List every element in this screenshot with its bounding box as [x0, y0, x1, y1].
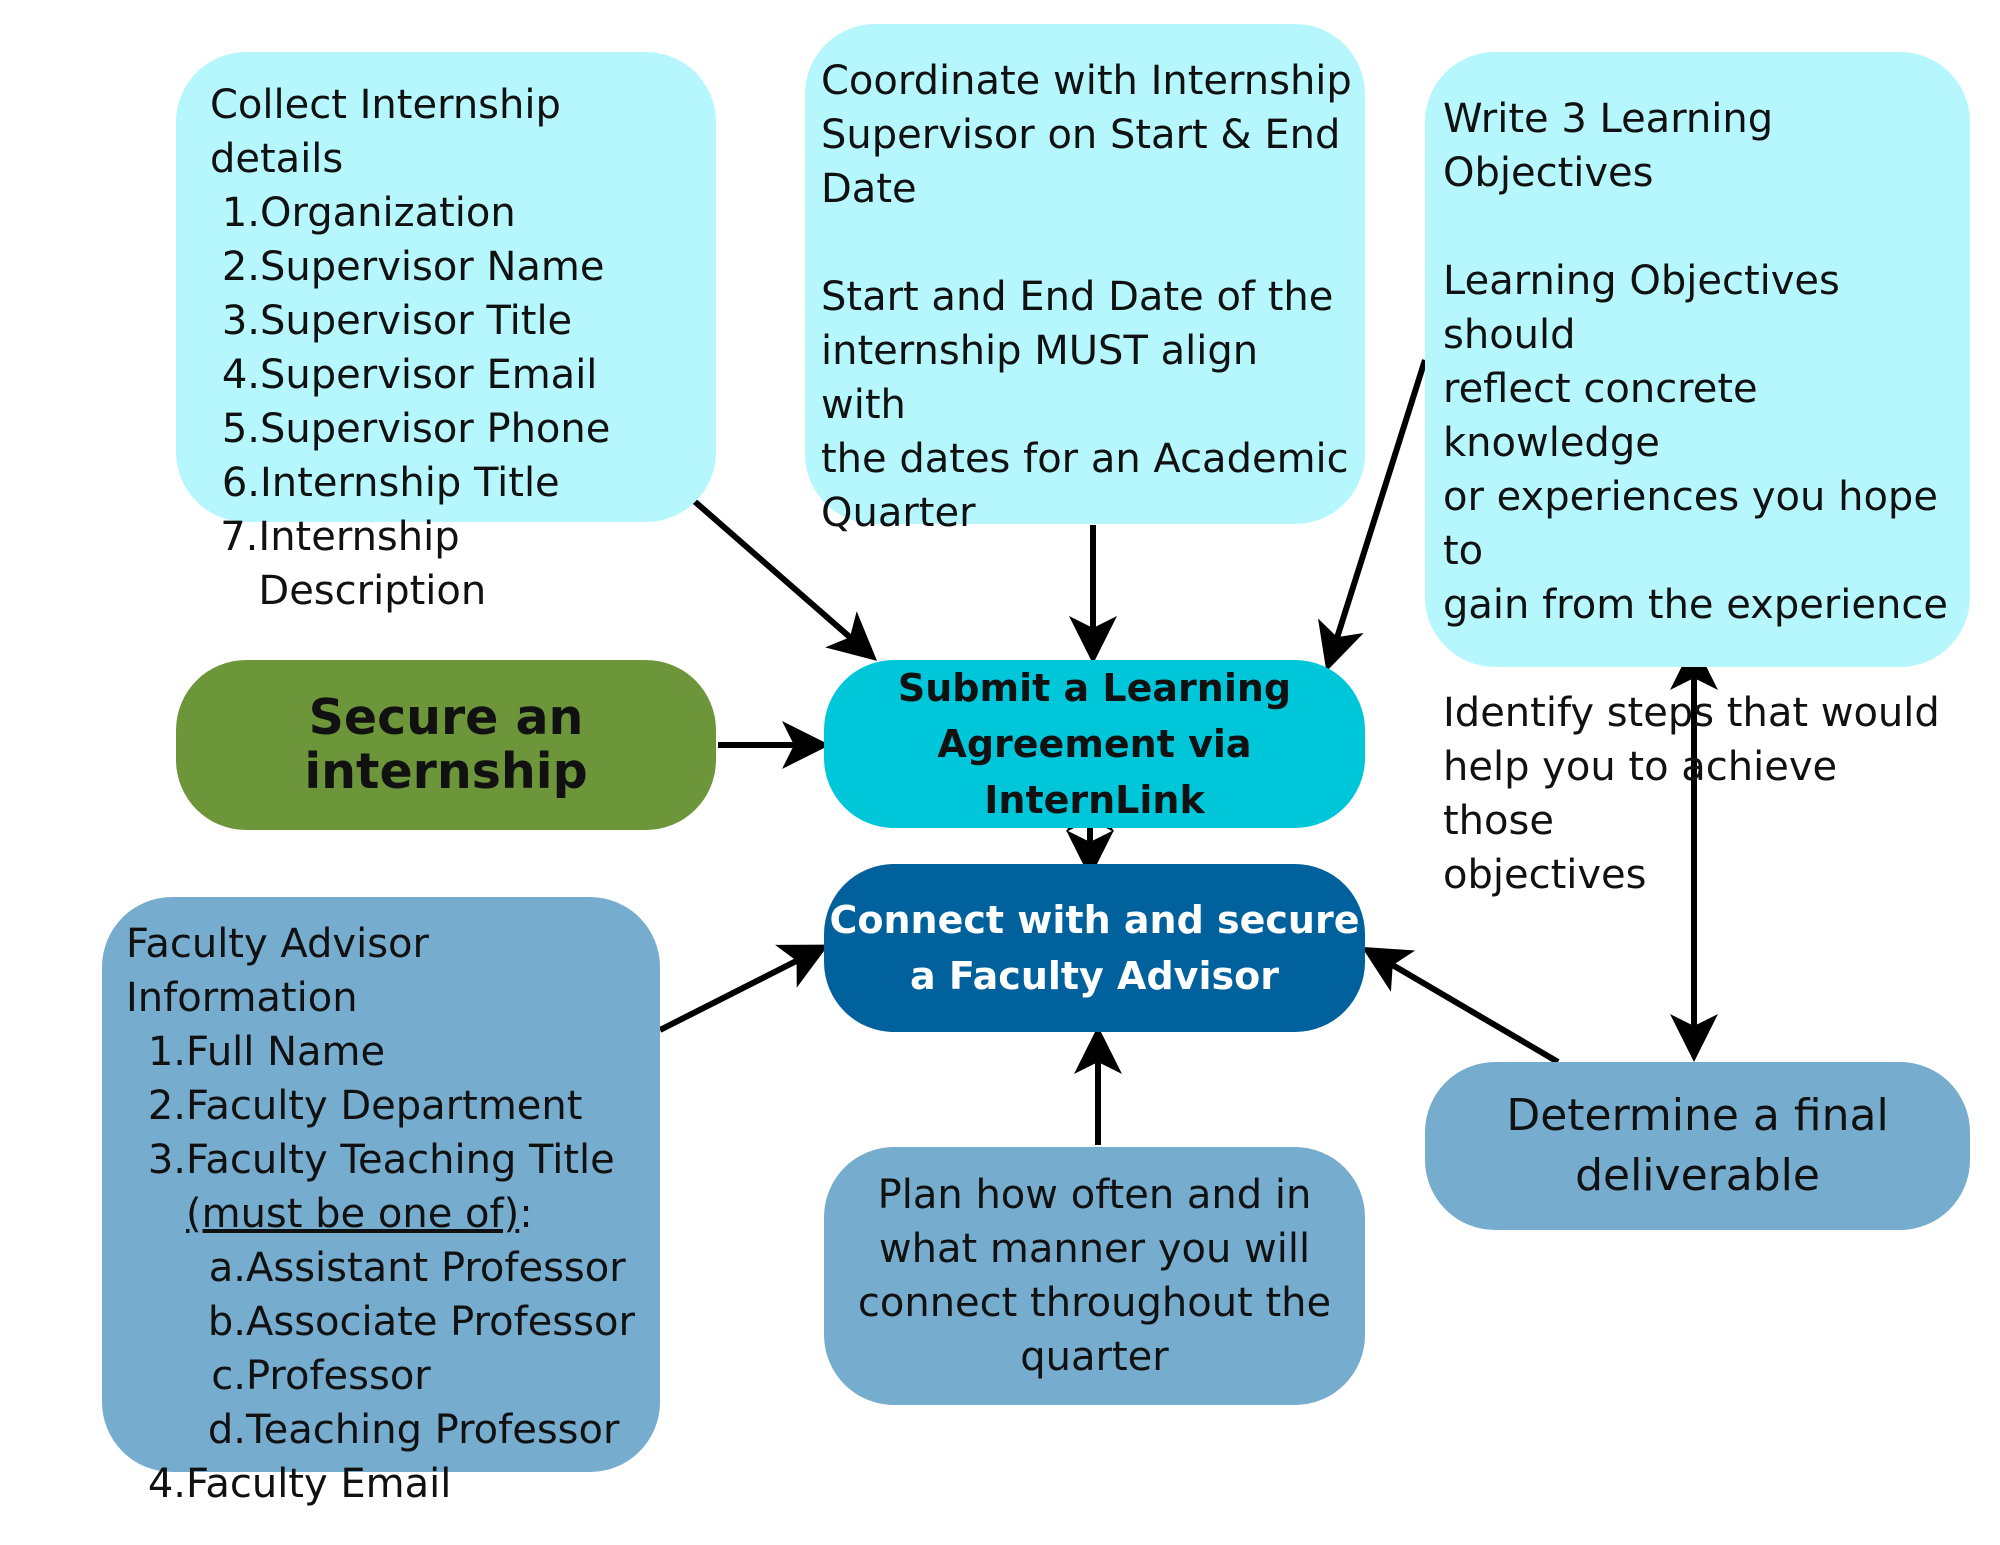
list-item: b.Associate Professor [126, 1295, 650, 1349]
secure-internship-label: Secure an internship [304, 689, 588, 800]
list-item-text: Internship Description [258, 514, 487, 614]
list-item-text: Faculty Department [186, 1083, 583, 1129]
submit-learning-agreement-box: Submit a Learning Agreement via InternLi… [824, 660, 1365, 828]
dates-line: Date [821, 166, 917, 212]
list-item-text: Assistant Professor [246, 1245, 626, 1291]
list-item-number: 3. [147, 1137, 186, 1183]
list-item-number: 4. [221, 352, 260, 398]
list-item: 1.Organization [210, 186, 686, 240]
objectives-line: objectives [1443, 852, 1647, 898]
list-item: 4.Supervisor Email [210, 348, 686, 402]
submit-line: Submit a Learning [897, 666, 1292, 710]
dates-line: Supervisor on Start & End [821, 112, 1341, 158]
dates-box: Coordinate with Internship Supervisor on… [805, 24, 1365, 536]
list-item-number: 2. [147, 1083, 186, 1129]
faculty-info-list-end: 4.Faculty Email [126, 1457, 650, 1511]
objectives-line: or experiences you hope to [1443, 474, 1938, 574]
list-item-number: 7. [220, 514, 259, 560]
list-item: 1.Full Name [126, 1025, 650, 1079]
list-item-number: c. [211, 1353, 246, 1399]
list-item-text: Full Name [186, 1029, 386, 1075]
list-item: 5.Supervisor Phone [210, 402, 686, 456]
list-item-number: 5. [221, 406, 260, 452]
list-item-text: Internship Title [260, 460, 560, 506]
list-item-number: 2. [221, 244, 260, 290]
dates-line: Coordinate with Internship [821, 58, 1352, 104]
list-item: a.Assistant Professor [126, 1241, 650, 1295]
learning-objectives-box: Write 3 Learning Objectives Learning Obj… [1425, 52, 1970, 898]
list-item: 3.Faculty Teaching Title [126, 1133, 650, 1187]
list-item-number: 4. [147, 1461, 186, 1507]
list-item-text: Faculty Email [186, 1461, 452, 1507]
objectives-line: help you to achieve those [1443, 744, 1838, 844]
list-item-text: Professor [246, 1353, 431, 1399]
dates-line: Quarter [821, 490, 976, 536]
internship-details-title: Collect Internship details [210, 82, 561, 182]
list-item-number: a. [208, 1245, 246, 1291]
list-item-text: Organization [260, 190, 516, 236]
list-item-text: Faculty Teaching Title [186, 1137, 615, 1183]
dates-line: internship MUST align with [821, 328, 1259, 428]
dates-line: the dates for an Academic [821, 436, 1349, 482]
plan-line: what manner you will [878, 1226, 1311, 1272]
list-item-number: 1. [147, 1029, 186, 1075]
list-item-number: d. [207, 1407, 246, 1453]
list-item-number: 3. [221, 298, 260, 344]
submit-line: Agreement via InternLink [937, 722, 1252, 822]
plan-line: Plan how often and in [877, 1172, 1312, 1218]
faculty-must-be: (must be one of): [126, 1187, 650, 1241]
deliverable-line: deliverable [1575, 1150, 1820, 1201]
list-item-text: Teaching Professor [246, 1407, 620, 1453]
list-item: 6.Internship Title [210, 456, 686, 510]
objectives-line: reflect concrete knowledge [1443, 366, 1758, 466]
faculty-advisor-box: Connect with and secure a Faculty Adviso… [824, 864, 1365, 1032]
list-item: 4.Faculty Email [126, 1457, 650, 1511]
dates-line: Start and End Date of the [821, 274, 1334, 320]
objectives-line: Learning Objectives should [1443, 258, 1840, 358]
arrow-details-to-submit [691, 497, 878, 661]
arrow-deliverable-to-advisor [1361, 946, 1560, 1065]
list-item: d.Teaching Professor [126, 1403, 650, 1457]
list-item-number: 6. [221, 460, 260, 506]
objectives-line: gain from the experience [1443, 582, 1948, 628]
list-item-text: Supervisor Phone [260, 406, 611, 452]
plan-line: connect throughout the [857, 1280, 1332, 1326]
list-item-text: Associate Professor [246, 1299, 635, 1345]
list-item: c.Professor [126, 1349, 650, 1403]
secure-internship-box: Secure an internship [176, 660, 716, 830]
plan-line: quarter [1020, 1334, 1169, 1380]
objectives-line: Write 3 Learning Objectives [1443, 96, 1774, 196]
advisor-line: a Faculty Advisor [910, 954, 1279, 998]
must-be-note: (must be one of) [186, 1191, 520, 1237]
deliverable-line: Determine a final [1506, 1090, 1889, 1141]
list-item: 2.Supervisor Name [210, 240, 686, 294]
must-be-colon: : [519, 1191, 533, 1237]
objectives-line: Identify steps that would [1443, 690, 1940, 736]
advisor-line: Connect with and secure [829, 898, 1360, 942]
faculty-info-title: Faculty Advisor Information [126, 921, 429, 1021]
list-item-text: Supervisor Title [260, 298, 573, 344]
list-item-text: Supervisor Email [260, 352, 598, 398]
list-item: 2.Faculty Department [126, 1079, 650, 1133]
arrow-objectives-to-submit [1317, 359, 1428, 672]
plan-connect-box: Plan how often and in what manner you wi… [824, 1147, 1365, 1405]
list-item-number: 1. [221, 190, 260, 236]
list-item: 7.Internship Description [210, 510, 686, 618]
list-item-number: b. [207, 1299, 246, 1345]
internship-details-box: Collect Internship details 1.Organizatio… [176, 52, 716, 614]
arrow-faculty-to-advisor [658, 944, 829, 1033]
final-deliverable-box: Determine a final deliverable [1425, 1062, 1970, 1230]
list-item-text: Supervisor Name [260, 244, 605, 290]
list-item: 3.Supervisor Title [210, 294, 686, 348]
